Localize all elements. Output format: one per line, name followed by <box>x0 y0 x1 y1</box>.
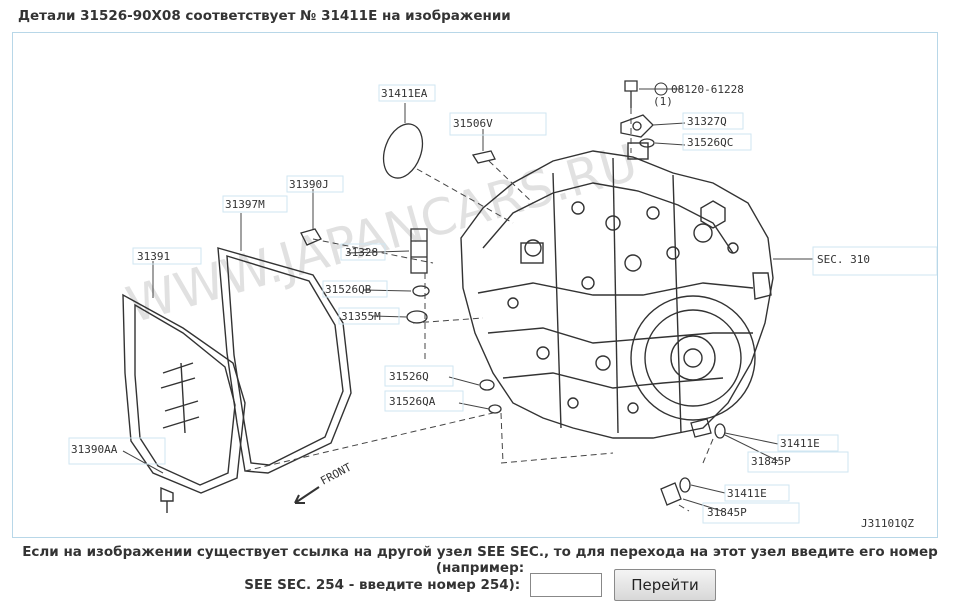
label-31845P-lower: 31845P <box>707 506 747 519</box>
label-08120-qty: (1) <box>653 95 673 108</box>
part-labels: 31411EA 31506V 08120-61228 (1) 31327Q 31… <box>71 82 870 519</box>
label-sec-310: SEC. 310 <box>817 253 870 266</box>
label-08120-61228: 08120-61228 <box>671 83 744 96</box>
label-boxes <box>68 84 937 524</box>
label-31526QC: 31526QC <box>687 136 733 149</box>
watermark: WWW.JAPANCARS.RU <box>120 133 643 334</box>
small-parts <box>300 80 726 506</box>
front-label: FRONT <box>318 460 354 487</box>
label-31328: 31328 <box>345 246 378 259</box>
instruction-text-line2: SEE SEC. 254 - введите номер 254): <box>244 577 521 593</box>
label-31390J: 31390J <box>289 178 329 191</box>
transmission-housing <box>460 142 774 439</box>
page-title: Детали 31526-90X08 соответствует № 31411… <box>18 8 511 24</box>
parts-diagram: WWW.JAPANCARS.RU <box>12 32 938 538</box>
label-31506V: 31506V <box>453 117 493 130</box>
label-31411E-lower: 31411E <box>727 487 767 500</box>
label-31411EA: 31411EA <box>381 87 428 100</box>
front-direction-arrow: FRONT <box>294 460 354 504</box>
go-button[interactable]: Перейти <box>614 569 716 601</box>
label-31526QA: 31526QA <box>389 395 436 408</box>
section-number-input[interactable] <box>530 573 603 597</box>
label-31411E-upper: 31411E <box>780 437 820 450</box>
leader-lines <box>122 88 813 513</box>
label-31391: 31391 <box>137 250 170 263</box>
diagram-code: J31101QZ <box>861 517 914 530</box>
label-31390AA: 31390AA <box>71 443 118 456</box>
label-31526Q: 31526Q <box>389 370 429 383</box>
bolt-callout-symbol <box>654 82 668 96</box>
label-31526QB: 31526QB <box>325 283 372 296</box>
instruction-text: Если на изображении существует ссылка на… <box>22 544 938 576</box>
label-31397M: 31397M <box>225 198 265 211</box>
section-form: SEE SEC. 254 - введите номер 254): Перей… <box>0 568 960 602</box>
label-31327Q: 31327Q <box>687 115 727 128</box>
label-31845P-upper: 31845P <box>751 455 791 468</box>
label-31355M: 31355M <box>341 310 381 323</box>
assembly-lines <box>244 108 714 512</box>
oil-pan <box>122 247 352 513</box>
